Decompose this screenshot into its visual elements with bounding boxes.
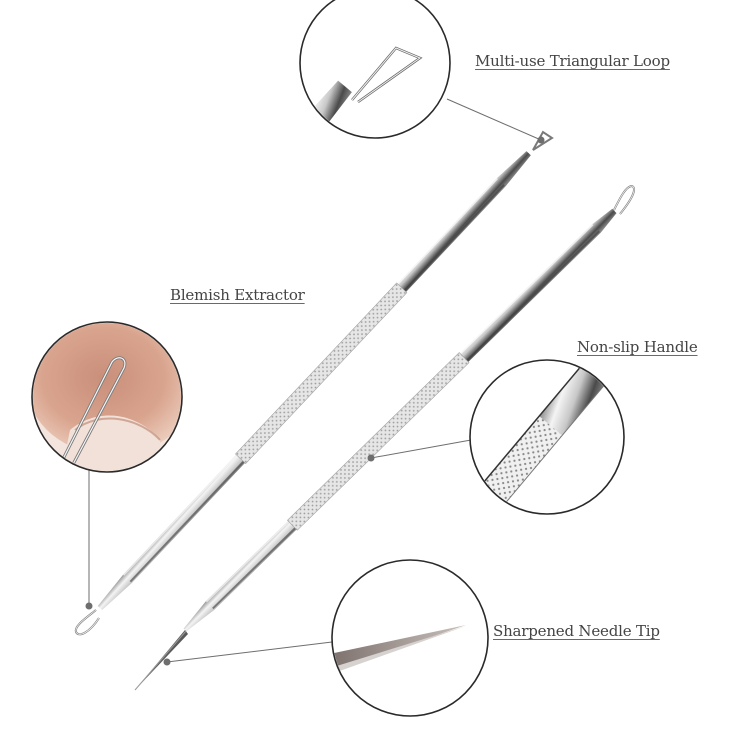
label-non-slip-handle: Non-slip Handle xyxy=(577,338,698,356)
label-triangular-loop: Multi-use Triangular Loop xyxy=(475,52,670,70)
leader-dots xyxy=(85,136,545,666)
callout-non-slip-handle xyxy=(469,359,625,515)
label-needle-tip: Sharpened Needle Tip xyxy=(493,622,660,640)
callout-triangular-loop xyxy=(299,0,451,139)
tool-extractor-triangle xyxy=(74,130,554,636)
label-blemish-extractor: Blemish Extractor xyxy=(170,286,305,304)
callout-needle-tip xyxy=(331,559,489,717)
leader-lines xyxy=(88,98,542,663)
needle-tip-icon xyxy=(333,625,466,673)
nose-extraction-icon xyxy=(33,323,181,471)
callout-blemish-extractor xyxy=(31,321,183,473)
tool-extractor-needle xyxy=(134,184,636,691)
